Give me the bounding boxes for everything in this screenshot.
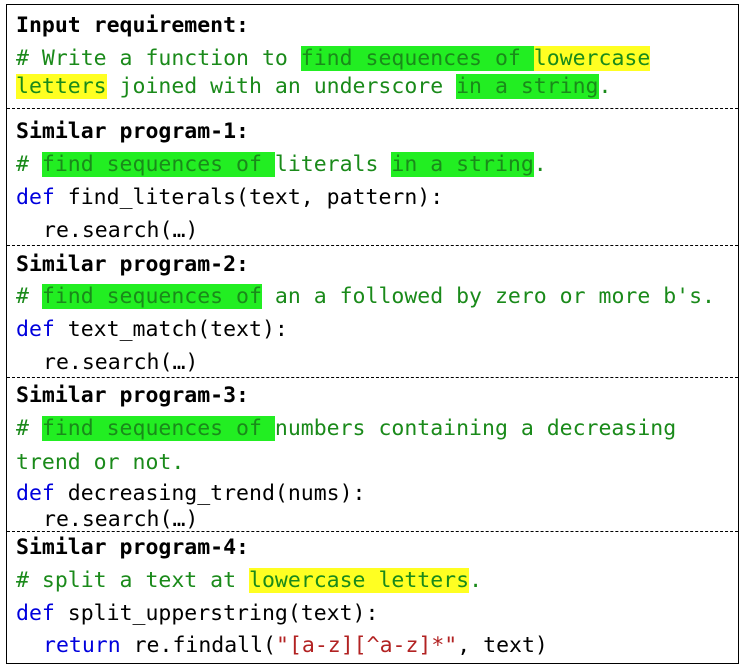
program-4-heading: Similar program-4: [16,535,249,560]
program-3-comment-continued: trend or not. [16,450,185,475]
highlight-green: find sequences of [300,46,534,71]
comment-text: an a followed by zero or more b's. [261,284,715,309]
comment-text: numbers containing a decreasing [274,416,677,441]
highlight-green: find sequences of [41,416,275,441]
highlight-green: in a string [391,152,534,177]
code-comparison-panel: Input requirement: # Write a function to… [6,4,739,664]
program-2-body: re.search(…) [43,350,199,375]
highlight-green: find sequences of [41,284,262,309]
def-keyword: def [16,601,55,626]
program-3-def: def decreasing_trend(nums): [16,483,366,505]
def-keyword: def [16,481,55,506]
highlight-green: find sequences of [41,152,275,177]
section-divider [7,377,738,378]
comment-text: # [16,284,42,309]
highlight-yellow: lowercase letters [249,568,470,593]
comment-text: . [469,568,483,593]
program-4-comment: # split a text at lowercase letters. [16,568,483,593]
comment-text: # Write a function to [16,46,301,71]
program-4-signature: split_upperstring(text): [54,601,379,626]
program-2-comment: # find sequences of an a followed by zer… [16,284,715,309]
highlight-green: in a string [456,74,599,99]
program-3-signature: decreasing_trend(nums): [54,481,366,506]
regex-string: "[a-z][^a-z]*" [276,633,458,658]
program-3-heading: Similar program-3: [16,383,249,408]
comment-text: # [16,152,42,177]
comment-text: # split a text at [16,568,249,593]
input-requirement-heading: Input requirement: [16,13,249,38]
comment-text: . [533,152,547,177]
section-divider [7,108,738,109]
program-1-body: re.search(…) [43,218,199,243]
highlight-yellow: lowercase [533,46,651,71]
return-call: re.findall( [120,633,277,658]
program-3-body: re.search(…) [43,507,199,532]
program-1-def: def find_literals(text, pattern): [16,187,443,209]
comment-text: literals [274,152,392,177]
comment-text: . [598,74,612,99]
program-2-signature: text_match(text): [54,317,288,342]
program-2-heading: Similar program-2: [16,252,249,277]
return-keyword: return [43,633,121,658]
def-keyword: def [16,317,55,342]
section-divider [7,245,738,246]
return-call-end: , text) [457,633,548,658]
comment-text: joined with an underscore [106,74,457,99]
program-2-def: def text_match(text): [16,319,288,341]
program-4-def: def split_upperstring(text): [16,603,378,625]
section-divider [7,531,738,532]
program-1-signature: find_literals(text, pattern): [54,185,444,210]
input-requirement-line-2: letters joined with an underscore in a s… [16,74,612,99]
program-4-return-line: return re.findall("[a-z][^a-z]*", text) [43,635,548,657]
highlight-yellow: letters [16,74,107,99]
program-1-comment: # find sequences of literals in a string… [16,152,547,177]
comment-text: # [16,416,42,441]
def-keyword: def [16,185,55,210]
input-requirement-line-1: # Write a function to find sequences of … [16,46,651,71]
program-3-comment: # find sequences of numbers containing a… [16,416,677,441]
program-1-heading: Similar program-1: [16,119,249,144]
